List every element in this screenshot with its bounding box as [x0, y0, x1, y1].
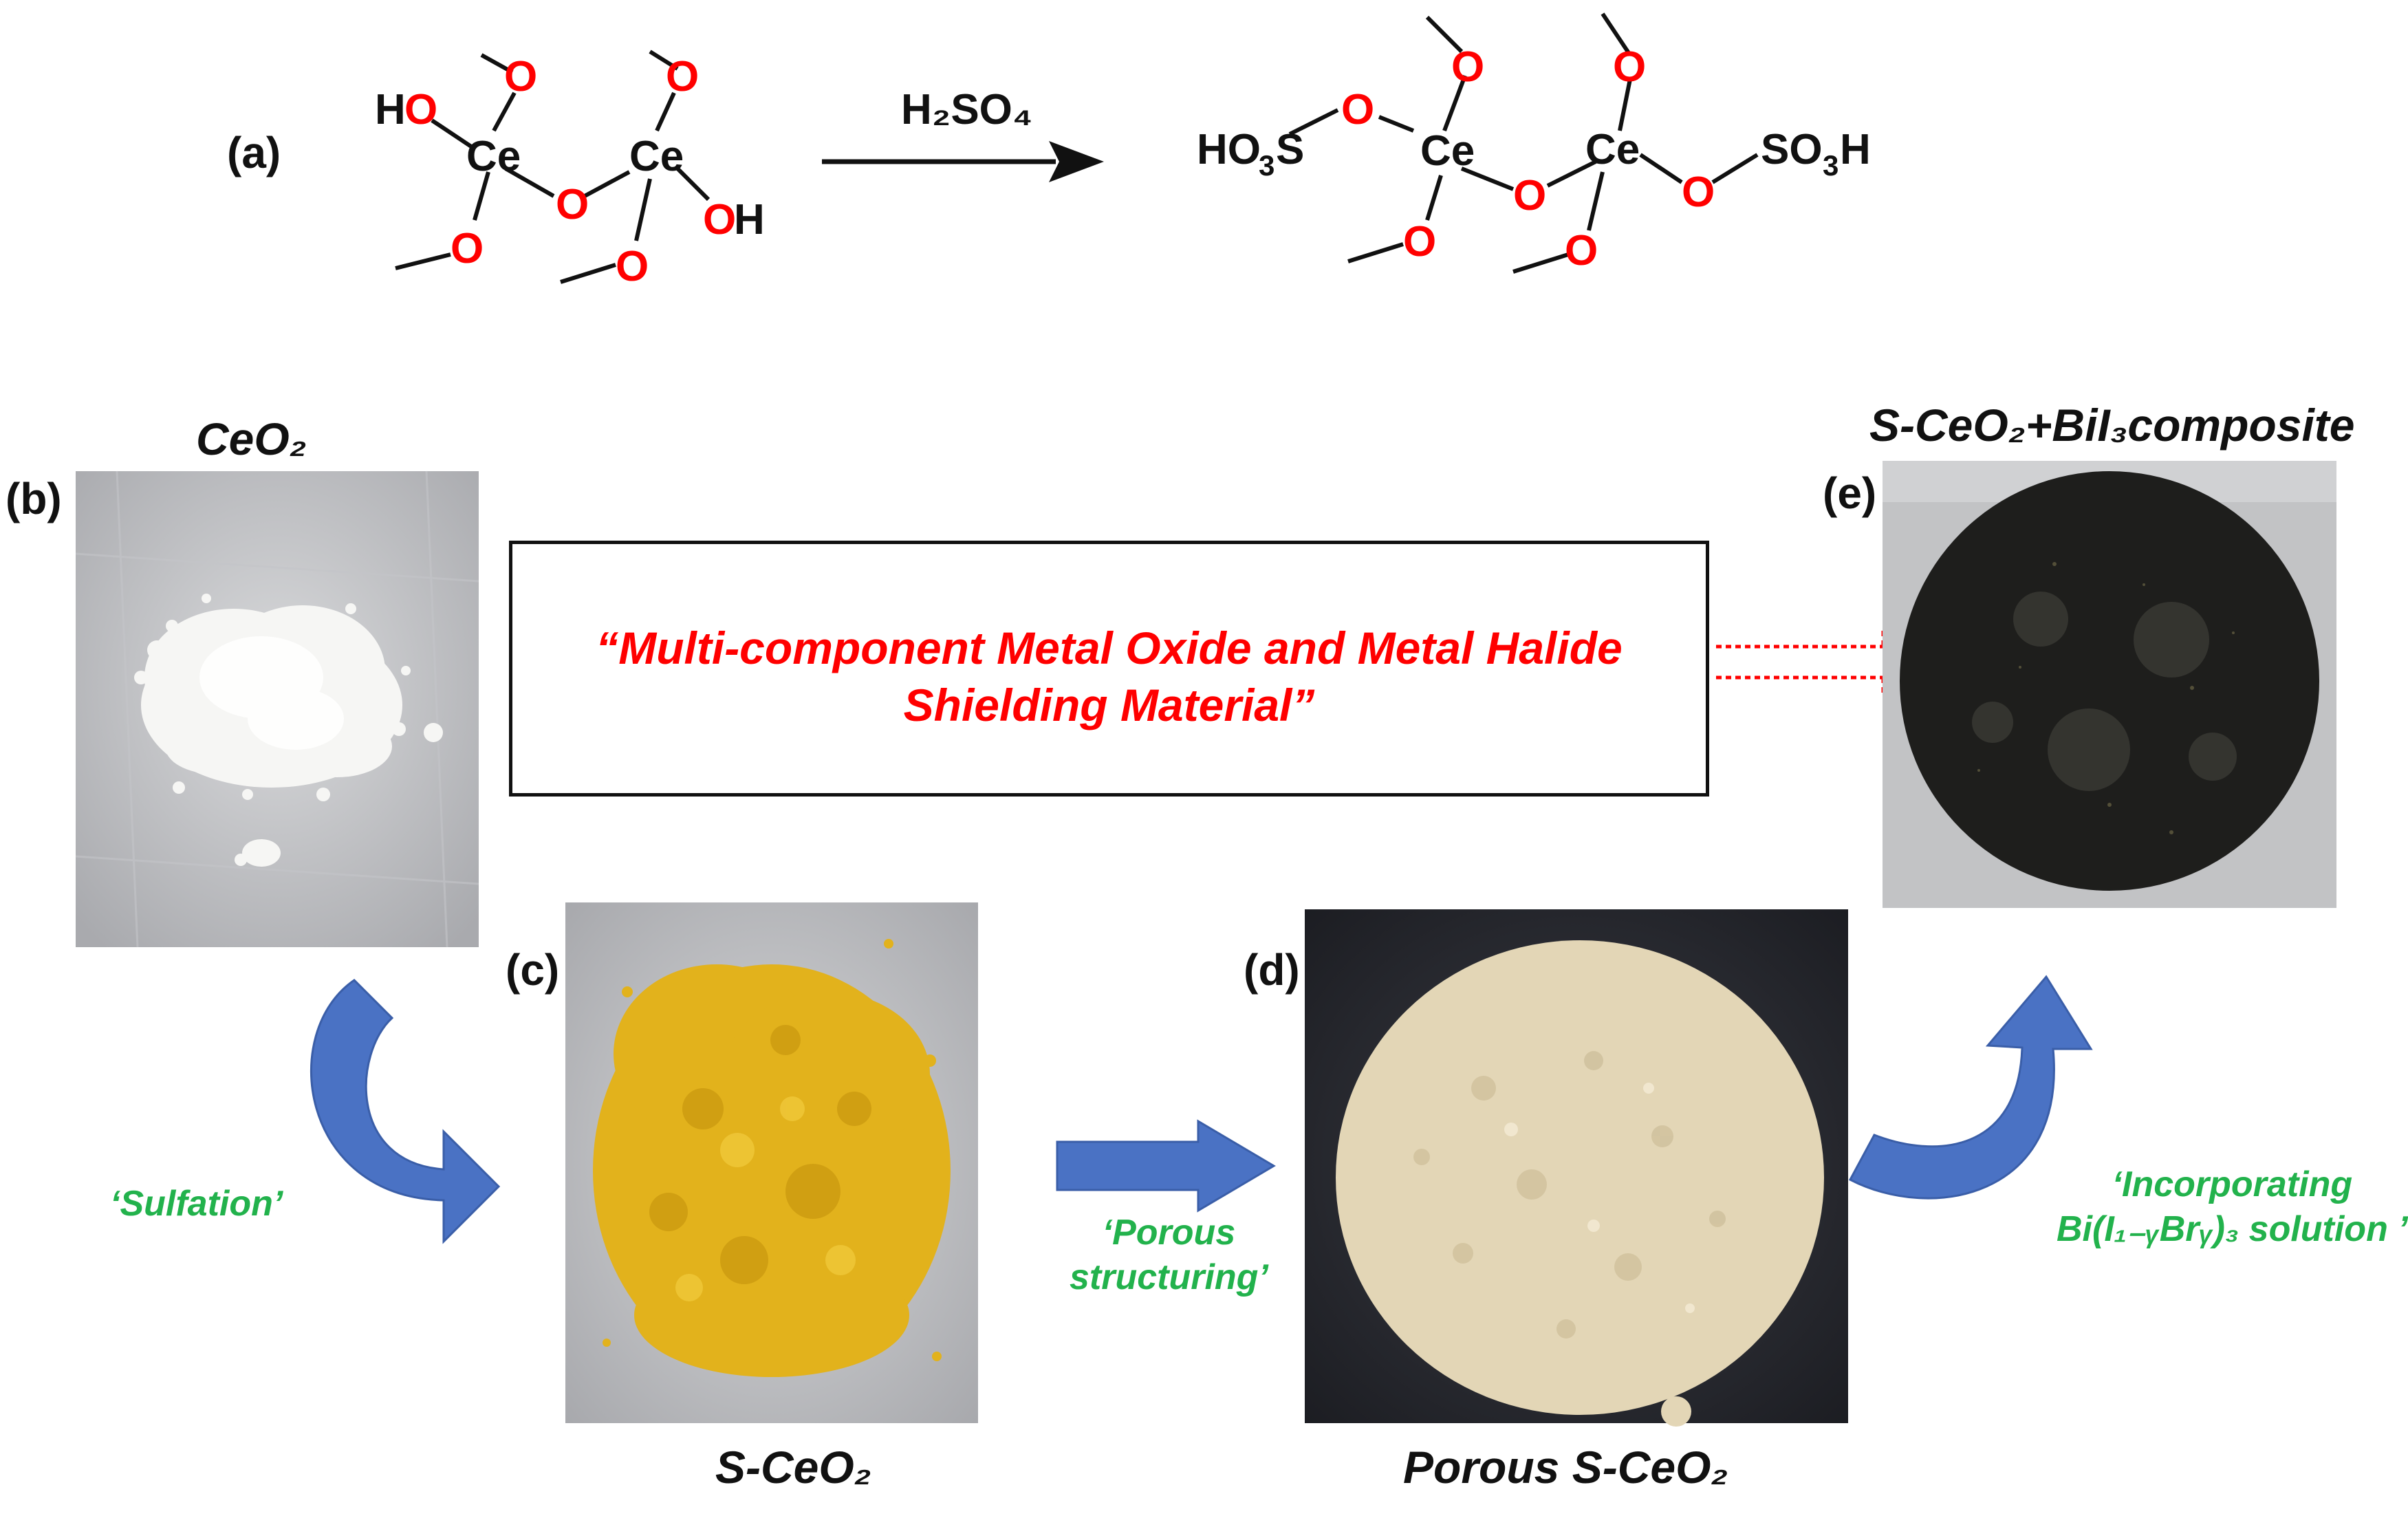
panel-e-caption: S-CeO₂+BiI₃composite — [1869, 400, 2355, 451]
atom-label: O — [1613, 43, 1646, 91]
reaction-arrow — [822, 141, 1104, 182]
incorporating-line-2: Bi(I₁₋ᵧBrᵧ)₃ solution ’ — [2057, 1209, 2408, 1249]
panel-c-label: (c) — [506, 945, 560, 995]
atom-label: O — [666, 53, 699, 100]
atom-label: S — [1276, 126, 1304, 173]
product-molecule — [1288, 12, 1759, 274]
atom-label: O — [1341, 86, 1374, 133]
incorporating-line-1: ‘Incorporating — [2112, 1165, 2353, 1204]
porous-structuring-arrow — [1056, 1119, 1276, 1213]
reactant-molecule — [395, 50, 711, 284]
atom-label: HO — [1197, 126, 1261, 173]
atom-label: O — [556, 181, 589, 228]
atom-label: SO — [1761, 126, 1823, 173]
atom-label: H — [1840, 126, 1871, 173]
s-ceo2-powder-photo — [565, 902, 978, 1423]
panel-c-caption: S-CeO₂ — [715, 1442, 871, 1493]
reaction-scheme: H O Ce O O O Ce O O H O H₂SO₄ HO 3 S — [375, 12, 1871, 290]
atom-label: O — [1513, 172, 1546, 219]
composite-disc-photo — [1883, 461, 2336, 908]
incorporating-label: ‘Incorporating Bi(I₁₋ᵧBrᵧ)₃ solution ’ — [2057, 1162, 2408, 1252]
porous-line-1: ‘Porous — [1102, 1213, 1236, 1253]
porous-line-2: structuring’ — [1070, 1257, 1268, 1297]
atom-label: 3 — [1823, 149, 1838, 182]
concept-line-2: Shielding Material” — [903, 679, 1315, 730]
atom-label: Ce — [1420, 127, 1475, 175]
atom-label: O — [1403, 218, 1436, 266]
composite-disc — [1900, 471, 2319, 891]
atom-label: O — [616, 243, 649, 290]
product-atoms: HO 3 S O Ce O O O Ce O O O SO 3 H — [1197, 43, 1871, 274]
atom-label: O — [1682, 169, 1715, 216]
concept-box: “Multi-component Metal Oxide and Metal H… — [509, 541, 1709, 797]
atom-label: H — [375, 86, 406, 133]
atom-label: O — [1451, 43, 1484, 91]
atom-label: O — [451, 225, 484, 272]
panel-b-label: (b) — [6, 474, 62, 523]
sulfation-curved-arrow — [310, 979, 501, 1244]
concept-line-1: “Multi-component Metal Oxide and Metal H… — [596, 622, 1623, 673]
concept-text: “Multi-component Metal Oxide and Metal H… — [512, 620, 1706, 733]
porous-structuring-label: ‘Porous structuring’ — [1070, 1211, 1268, 1300]
porous-disc — [1336, 940, 1824, 1415]
panel-d-caption: Porous S-CeO₂ — [1403, 1442, 1728, 1493]
atom-label: O — [504, 53, 537, 100]
reagent-label: H₂SO₄ — [901, 86, 1032, 133]
s-ceo2-powder-pile — [593, 964, 951, 1377]
panel-d-label: (d) — [1244, 945, 1300, 995]
incorporating-curved-arrow — [1848, 975, 2093, 1200]
reactant-atoms: H O Ce O O O Ce O O H O — [375, 53, 765, 290]
ceo2-powder-photo — [75, 470, 479, 948]
atom-label: O — [1565, 227, 1598, 274]
atom-label: O — [703, 196, 736, 243]
atom-label: Ce — [1585, 126, 1640, 173]
atom-label: Ce — [466, 133, 521, 180]
atom-label: H — [734, 196, 765, 243]
atom-label: Ce — [629, 133, 684, 180]
panel-a-label: (a) — [227, 128, 281, 177]
atom-label: 3 — [1259, 149, 1274, 182]
porous-disc-photo — [1305, 909, 1848, 1427]
panel-e-label: (e) — [1823, 468, 1877, 518]
sulfation-label: ‘Sulfation’ — [110, 1184, 283, 1224]
panel-b-caption: CeO₂ — [196, 413, 307, 464]
atom-label: O — [404, 86, 437, 133]
